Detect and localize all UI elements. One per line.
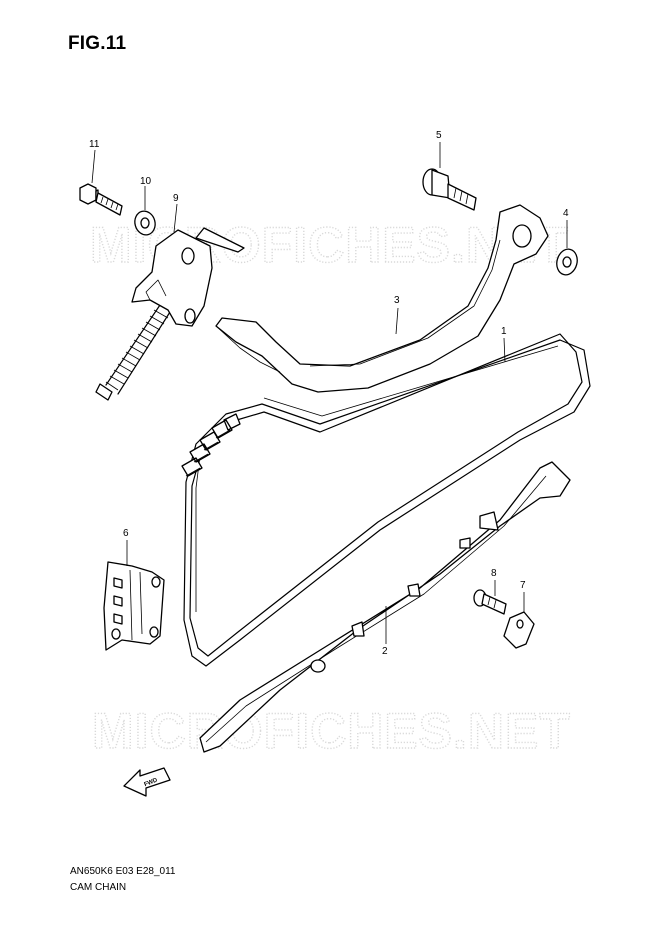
figure-title: FIG.11 <box>68 33 127 54</box>
callout-9: 9 <box>173 193 179 204</box>
part-chain-guide <box>199 461 571 753</box>
callout-1: 1 <box>501 326 507 337</box>
callout-10: 10 <box>140 176 152 187</box>
callout-4: 4 <box>563 208 569 219</box>
part-washer <box>556 248 578 276</box>
callout-6: 6 <box>123 528 129 539</box>
document-code: AN650K6 E03 E28_011 <box>70 866 176 877</box>
figure-caption: CAM CHAIN <box>70 882 127 893</box>
fwd-direction-arrow: FWD <box>123 767 171 797</box>
callout-2: 2 <box>382 646 388 657</box>
part-pivot-bolt <box>422 168 477 211</box>
callout-8: 8 <box>491 568 497 579</box>
callout-11: 11 <box>89 139 100 150</box>
callout-3: 3 <box>394 295 400 306</box>
part-cam-chain <box>181 333 591 667</box>
part-retainer-bolt <box>473 589 507 615</box>
part-guide-retainer <box>503 611 535 649</box>
part-gasket <box>134 210 156 236</box>
fwd-label: FWD <box>144 777 160 788</box>
part-chain-guide-plate <box>103 561 165 651</box>
part-tensioner-adjuster <box>95 227 245 401</box>
callout-5: 5 <box>436 130 442 141</box>
watermark-bottom: MICROFICHES.NET <box>92 703 571 759</box>
part-chain-tensioner-arm <box>215 204 549 393</box>
part-adjuster-bolt <box>79 183 123 216</box>
callout-7: 7 <box>520 580 526 591</box>
